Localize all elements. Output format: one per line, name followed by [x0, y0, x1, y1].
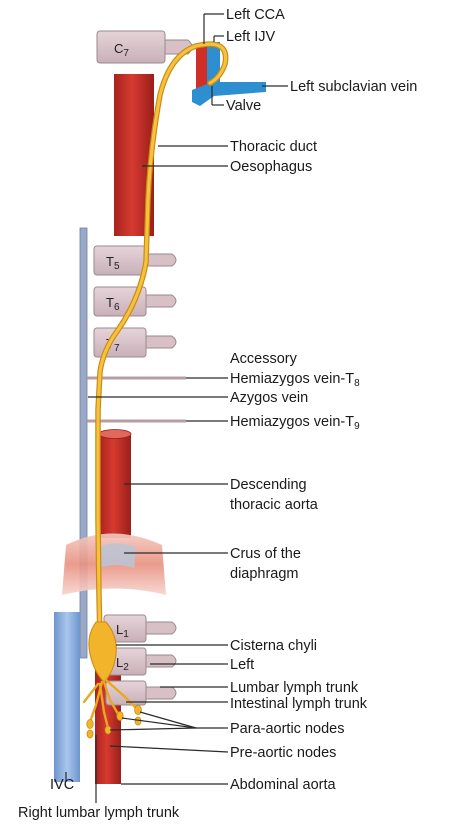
label-ivc: IVC — [50, 777, 74, 793]
label-thoracic-duct: Thoracic duct — [230, 139, 317, 155]
label-descending-line2: thoracic aorta — [230, 497, 319, 513]
label-left-cca: Left CCA — [226, 7, 285, 23]
label-para-aortic-nodes: Para-aortic nodes — [230, 721, 344, 737]
label-left-ijv: Left IJV — [226, 29, 275, 45]
crus-inner — [98, 543, 136, 568]
label-left: Left — [230, 657, 254, 673]
label-abdominal-aorta: Abdominal aorta — [230, 777, 337, 793]
label-oesophagus: Oesophagus — [230, 159, 312, 175]
label-descending-line1: Descending — [230, 477, 307, 493]
label-intestinal-lymph-trunk: Intestinal lymph trunk — [230, 696, 368, 712]
descending-aorta-top — [99, 430, 131, 439]
label-pre-aortic-nodes: Pre-aortic nodes — [230, 745, 336, 761]
label-right-lumbar-lymph-trunk: Right lumbar lymph trunk — [18, 805, 180, 821]
label-crus-line2: diaphragm — [230, 566, 299, 582]
label-accessory: Accessory — [230, 351, 298, 367]
label-left-subclavian-vein: Left subclavian vein — [290, 79, 417, 95]
label-hemiazygos-t8: Hemiazygos vein-T8 — [230, 371, 360, 389]
label-cisterna-chyli: Cisterna chyli — [230, 638, 317, 654]
label-crus-line1: Crus of the — [230, 546, 301, 562]
ivc-shape — [54, 612, 80, 782]
label-azygos-vein: Azygos vein — [230, 390, 308, 406]
azygos-vein-shape — [80, 228, 87, 658]
vertebra-t5: T5 — [94, 246, 176, 275]
label-valve: Valve — [226, 98, 261, 114]
abdominal-aorta-shape — [95, 660, 121, 784]
label-lumbar-lymph-trunk: Lumbar lymph trunk — [230, 680, 359, 696]
label-hemiazygos-t9: Hemiazygos vein-T9 — [230, 414, 360, 432]
descending-aorta-shape — [99, 434, 131, 538]
